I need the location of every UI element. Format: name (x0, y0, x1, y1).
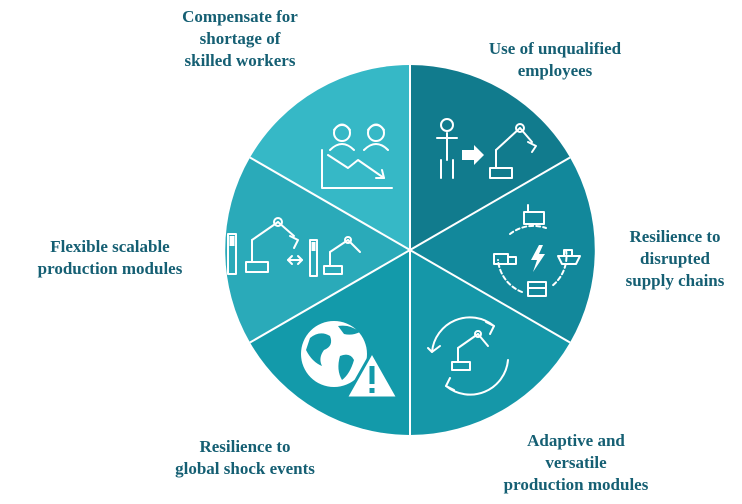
segment-dividers (249, 65, 571, 435)
label-compensate-skilled-workers: Compensate for shortage of skilled worke… (150, 6, 330, 72)
workers-declining-chart-icon (321, 123, 393, 189)
label-line: supply chains (625, 271, 725, 290)
label-line: Resilience to (629, 227, 721, 246)
label-line: global shock events (175, 459, 315, 478)
label-global-shock-events: Resilience to global shock events (150, 436, 340, 480)
person-to-robot-arm-icon (436, 118, 537, 179)
label-line: shortage of (199, 29, 281, 48)
label-line: Adaptive and (527, 431, 625, 450)
label-line: Compensate for (182, 7, 298, 26)
modular-robots-icon (227, 217, 361, 277)
label-line: versatile (545, 453, 607, 472)
label-line: employees (517, 61, 593, 80)
segment-top-left (250, 65, 410, 250)
label-line: skilled workers (184, 51, 296, 70)
segment-top-right (410, 65, 570, 250)
label-line: production modules (37, 259, 183, 278)
label-adaptive-versatile-modules: Adaptive and versatile production module… (486, 430, 666, 496)
label-flexible-scalable-modules: Flexible scalable production modules (10, 236, 210, 280)
label-unqualified-employees: Use of unqualified employees (470, 38, 640, 82)
segment-right (410, 157, 595, 343)
label-line: Use of unqualified (488, 39, 622, 58)
supply-chain-cycle-icon (493, 204, 581, 297)
globe-warning-icon (301, 321, 401, 400)
label-line: disrupted (640, 249, 710, 268)
label-line: Resilience to (199, 437, 291, 456)
label-line: production modules (503, 475, 649, 494)
robot-arm-cycle-icon (427, 316, 509, 396)
label-disrupted-supply-chains: Resilience to disrupted supply chains (610, 226, 740, 292)
label-line: Flexible scalable (50, 237, 170, 256)
